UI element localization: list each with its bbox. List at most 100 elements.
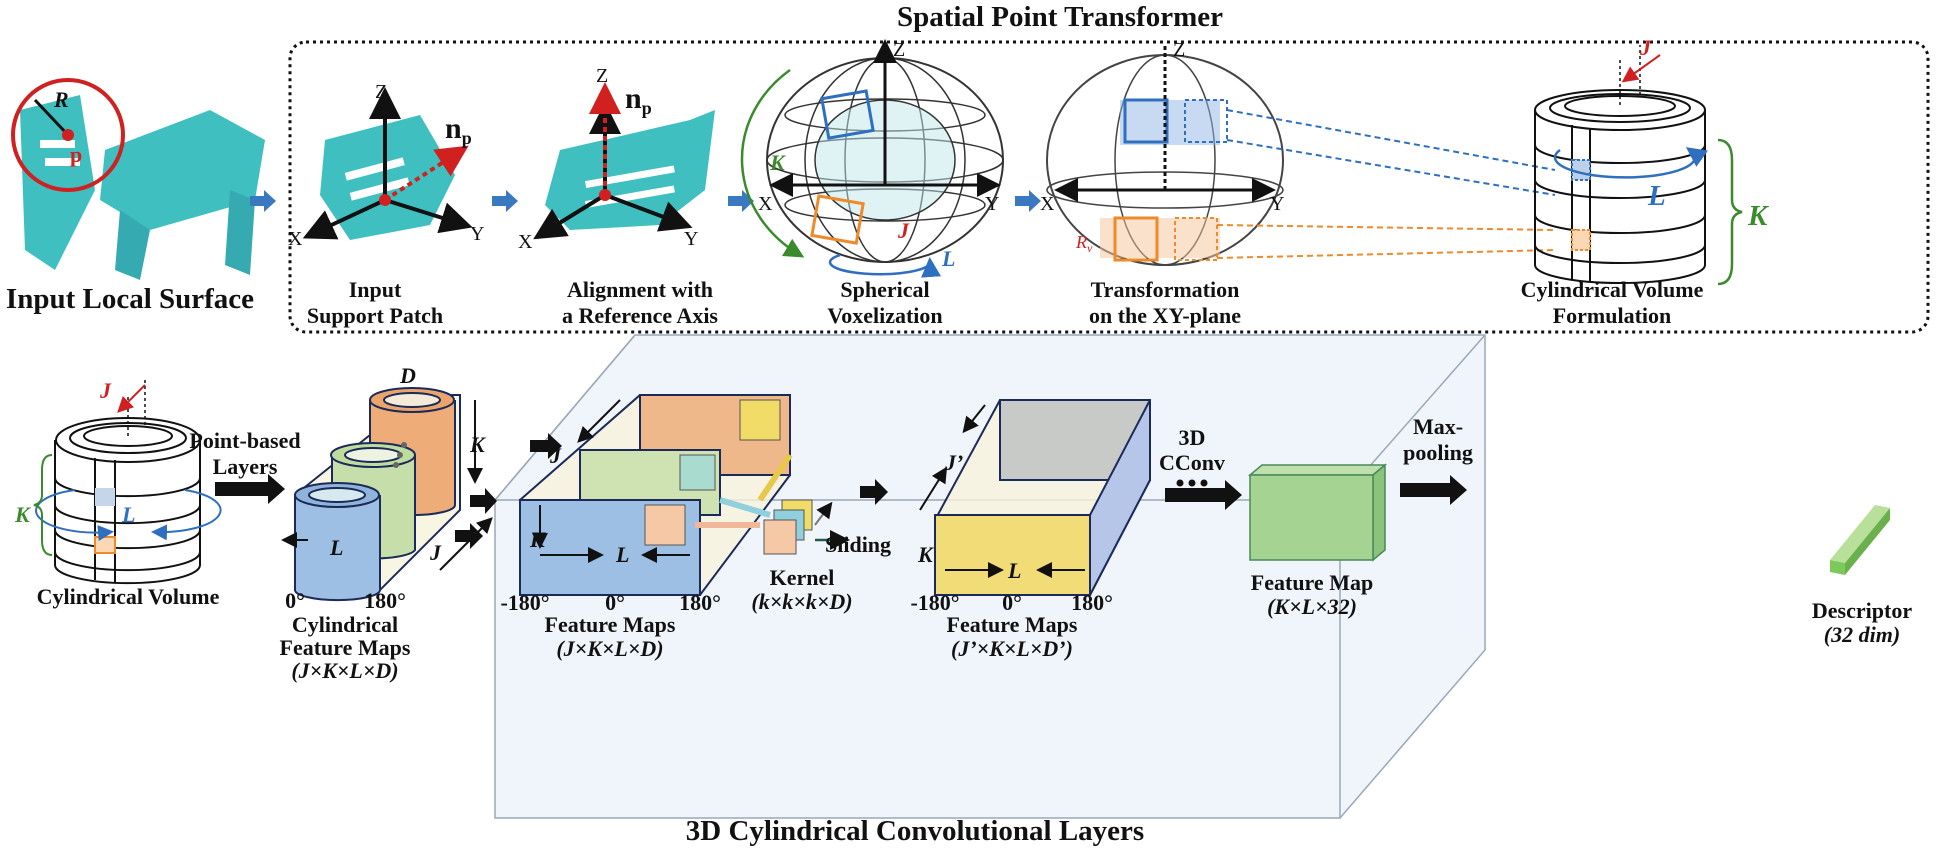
fm2-label-line1: Feature Maps	[947, 612, 1078, 637]
axis-z-label: Z	[596, 65, 608, 87]
k-label: K	[529, 527, 546, 552]
transform-sphere	[1046, 45, 1556, 266]
normal-label: np	[445, 112, 472, 148]
deg180-label: 180°	[679, 590, 721, 615]
arrow-icon	[1015, 190, 1041, 212]
fm2-label-line2: (J’×K×L×D’)	[951, 636, 1073, 661]
cylindrical-volume-top	[1534, 45, 1743, 286]
descriptor-label-line2: (32 dim)	[1824, 622, 1900, 647]
maxpool-label-line2: pooling	[1403, 440, 1473, 465]
title: Spatial Point Transformer	[897, 1, 1223, 33]
kernel-label-line2: (k×k×k×D)	[751, 589, 852, 614]
neg180-label: -180°	[910, 590, 959, 615]
stage-4-caption-line2: on the XY-plane	[1089, 303, 1241, 328]
j-label: J	[549, 443, 562, 468]
axis-z-label: Z	[375, 81, 387, 103]
descriptor-label-line1: Descriptor	[1812, 598, 1912, 623]
j-label: J	[897, 218, 910, 243]
fm1-label-line1: Feature Maps	[545, 612, 676, 637]
axis-x-label: X	[1040, 193, 1055, 215]
arrow-icon	[860, 479, 888, 505]
axis-x-label: X	[758, 193, 773, 215]
stage-5-caption-line1: Cylindrical Volume	[1521, 277, 1704, 302]
sliding-label: Sliding	[825, 532, 891, 557]
jprime-label: J’	[944, 450, 963, 475]
arrow-icon	[530, 433, 562, 459]
stage-3-caption-line2: Voxelization	[827, 303, 942, 328]
point-label: p	[70, 142, 82, 167]
j-label: J	[99, 378, 112, 403]
arrow-icon	[470, 488, 497, 514]
cyl-maps-label-line2: Feature Maps	[280, 635, 411, 660]
axis-z-label: Z	[1173, 39, 1185, 61]
point-based-label-line2: Layers	[213, 454, 278, 479]
feature-map-box	[1247, 463, 1388, 562]
stage-2-caption-line2: a Reference Axis	[562, 303, 718, 328]
conv-layers-title: 3D Cylindrical Convolutional Layers	[686, 815, 1144, 847]
cyl-maps-label-line3: (J×K×L×D)	[291, 658, 398, 683]
ellipsis-icon	[1176, 479, 1208, 487]
input-support-patch	[302, 87, 473, 240]
stage-1-caption-line2: Support Patch	[307, 303, 443, 328]
feature-maps-2	[919, 399, 1151, 596]
cylindrical-volume	[33, 378, 222, 585]
feature-maps-1	[519, 394, 791, 596]
axis-z-label: Z	[893, 39, 905, 61]
input-local-surface-image	[11, 78, 265, 280]
axis-x-label: X	[518, 231, 533, 253]
descriptor-bar	[1830, 505, 1890, 575]
axis-y-label: Y	[470, 223, 484, 245]
normal-label: np	[625, 82, 652, 118]
axis-y-label: Y	[985, 193, 999, 215]
kernel-cubes	[695, 453, 850, 555]
neg180-label: -180°	[500, 590, 549, 615]
feature-map-label-line1: Feature Map	[1251, 570, 1373, 595]
cylindrical-feature-maps	[281, 387, 493, 602]
k-label: K	[14, 502, 31, 527]
cylindrical-volume-label: Cylindrical Volume	[37, 584, 220, 609]
l-label: L	[1647, 180, 1666, 212]
arrow-icon	[492, 190, 518, 212]
arrow-icon	[250, 190, 276, 212]
arrow-icon	[455, 523, 483, 549]
stage-5-caption-line2: Formulation	[1553, 303, 1672, 328]
axis-x-label: X	[288, 228, 303, 250]
kernel-label-line1: Kernel	[770, 565, 835, 590]
arrow-icon	[215, 474, 285, 504]
arrow-icon	[1165, 480, 1242, 510]
stage-1-caption-line1: Input	[349, 277, 402, 302]
k-label: K	[1747, 200, 1769, 232]
cyl-maps-label-line1: Cylindrical	[292, 612, 398, 637]
stage-3-caption-line1: Spherical	[840, 277, 929, 302]
radius-label: R	[53, 87, 69, 112]
cconv-label-line2: CConv	[1159, 450, 1225, 475]
deg0-label: 0°	[1002, 590, 1022, 615]
transformer-dotted-box	[288, 40, 1930, 334]
k-label: K	[469, 432, 486, 457]
deg0-label: 0°	[285, 588, 305, 613]
d-label: D	[399, 363, 416, 388]
cconv-label-line1: 3D	[1179, 425, 1206, 450]
deg180-label: 180°	[1071, 590, 1113, 615]
j-label: J	[429, 540, 442, 565]
input-local-surface-label: Input Local Surface	[6, 283, 254, 315]
arrow-icon	[1400, 475, 1467, 505]
deg0-label: 0°	[605, 590, 625, 615]
axis-y-label: Y	[1270, 193, 1284, 215]
l-label: L	[329, 535, 343, 560]
l-label: L	[1007, 558, 1021, 583]
point-based-label-line1: Point-based	[189, 428, 300, 453]
support-radius-circle	[11, 78, 125, 192]
feature-map-label-line2: (K×L×32)	[1267, 594, 1357, 619]
stage-4-caption-line1: Transformation	[1091, 277, 1240, 302]
stage-2-caption-line1: Alignment with	[567, 277, 713, 302]
axis-y-label: Y	[684, 228, 698, 250]
l-label: L	[121, 502, 135, 527]
k-label: K	[917, 542, 934, 567]
j-label: J	[1639, 35, 1652, 60]
fm1-label-line2: (J×K×L×D)	[556, 636, 663, 661]
k-label: K	[769, 150, 786, 175]
rv-label: Rv	[1075, 232, 1093, 255]
